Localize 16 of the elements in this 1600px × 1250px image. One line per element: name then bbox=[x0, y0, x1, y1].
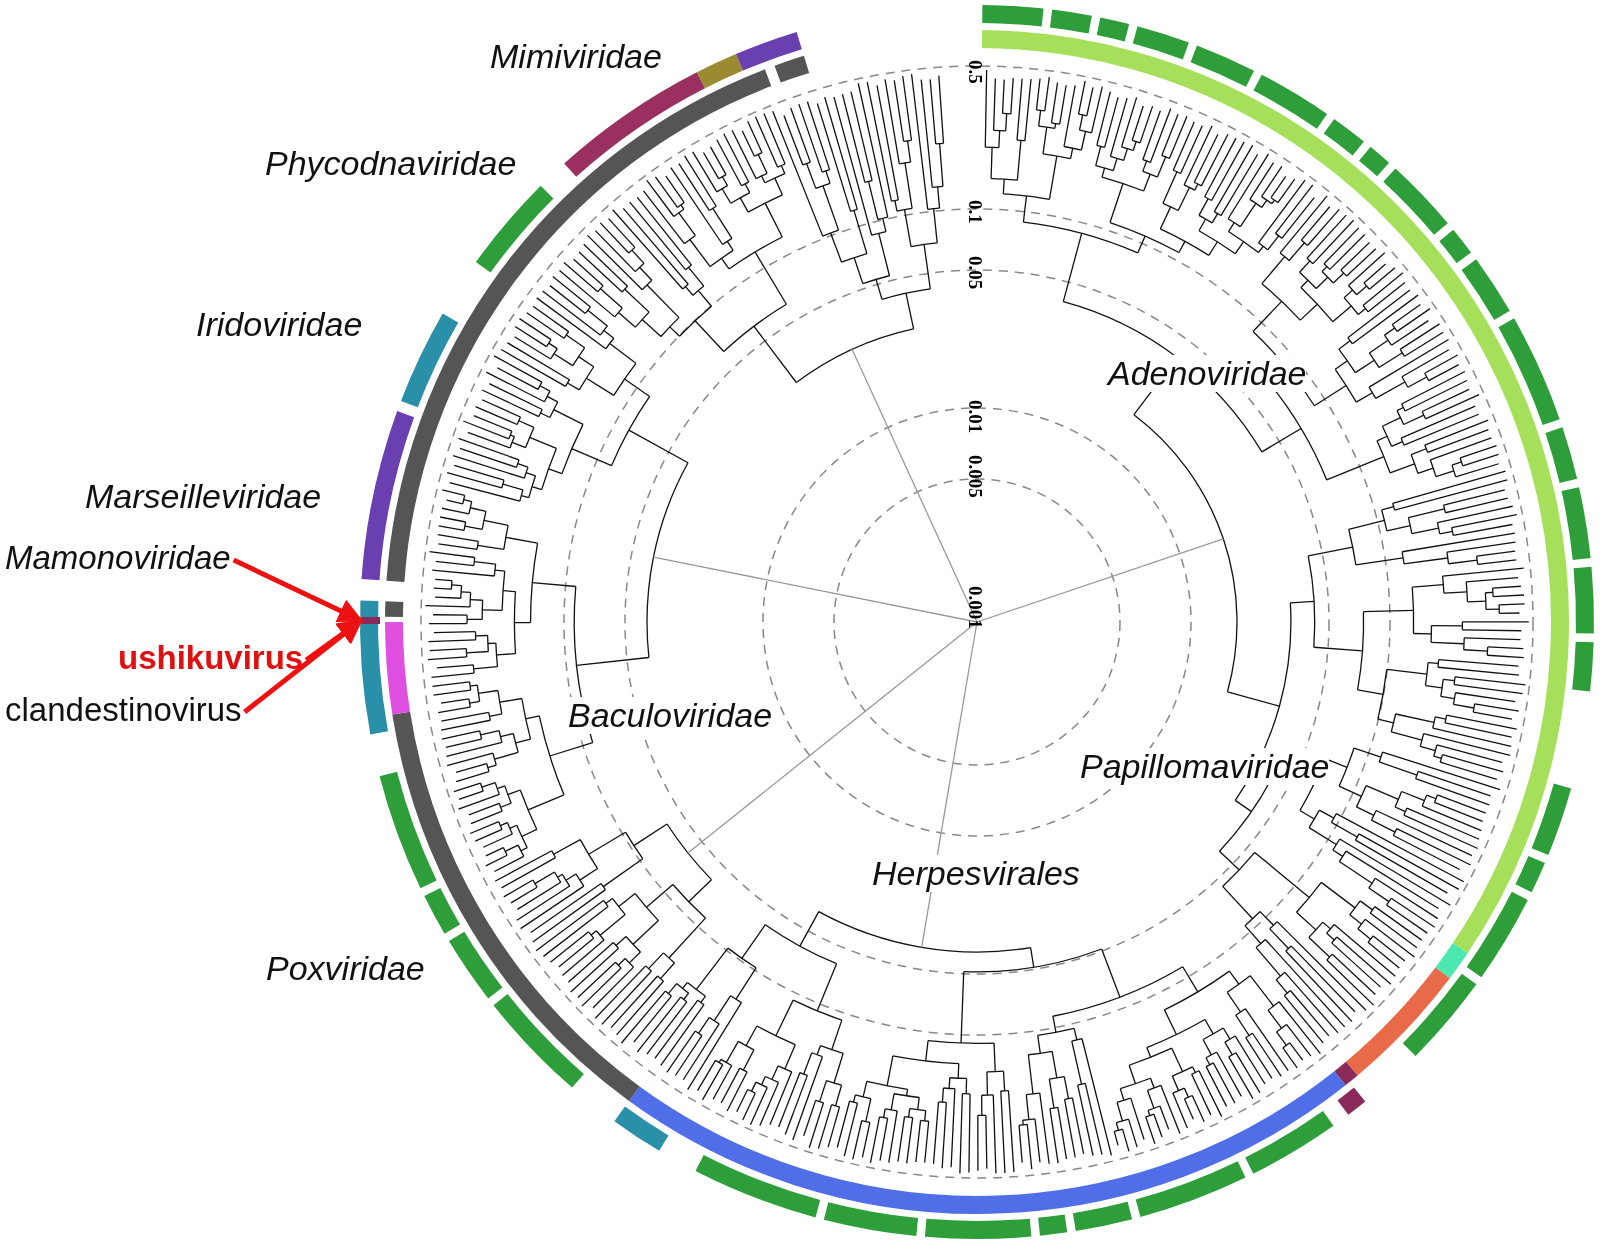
scale-value: 0.5 bbox=[964, 60, 985, 84]
taxon-label: Mamonoviridae bbox=[5, 540, 231, 577]
clade-label: Baculoviridae bbox=[568, 697, 773, 735]
scale-value: 0.1 bbox=[964, 200, 985, 224]
clade-label: Papillomaviridae bbox=[1080, 748, 1330, 786]
marker-bar bbox=[362, 617, 380, 624]
clade-label: Adenoviridae bbox=[1108, 355, 1307, 393]
scale-value: 0.001 bbox=[964, 586, 985, 629]
scale-value: 0.05 bbox=[964, 256, 985, 290]
scale-value: 0.01 bbox=[964, 400, 985, 434]
leader-arrow bbox=[232, 557, 364, 623]
clade-label: Herpesvirales bbox=[872, 855, 1080, 893]
taxon-label: ushikuvirus bbox=[118, 640, 304, 677]
scale-value: 0.005 bbox=[964, 455, 985, 498]
taxon-label: clandestinovirus bbox=[5, 692, 242, 729]
leader-arrow bbox=[243, 618, 363, 714]
